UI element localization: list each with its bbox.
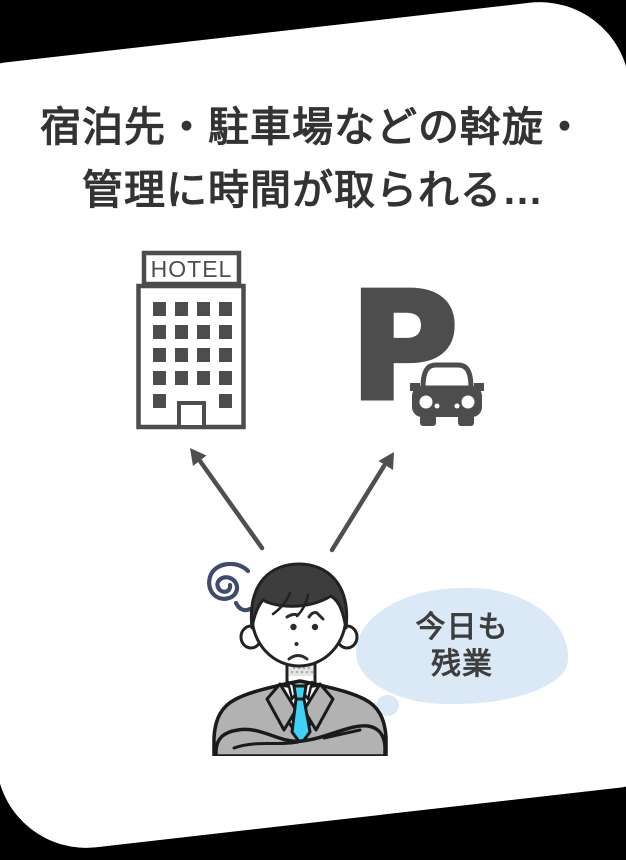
hotel-door (177, 401, 206, 429)
lapel-left (265, 682, 298, 732)
car-front-icon (410, 362, 484, 426)
car-mirror-left (410, 383, 420, 391)
bubble-text-line2: 残業 (431, 648, 493, 681)
car-headlight-left (419, 395, 433, 409)
bubble-text-line1: 今日も (415, 611, 509, 644)
arrow-up-right-icon (329, 463, 387, 553)
hotel-windows (153, 302, 232, 408)
arrows (190, 448, 394, 553)
frown-mouth (287, 654, 309, 661)
nose (294, 642, 299, 646)
stressed-businessman-illustration (212, 562, 388, 756)
person-face (285, 611, 325, 661)
car-headlight-right (461, 395, 475, 409)
car-mirror-right (474, 383, 484, 391)
eye-left (290, 623, 297, 631)
page-title-line1: 宿泊先・駐車場などの斡旋・ (40, 104, 586, 150)
speech-bubble: 今日も 残業 (356, 588, 568, 704)
hotel-sign-label: HOTEL (151, 256, 233, 282)
frustration-squiggle-icon (207, 562, 253, 613)
car-wheel-left (420, 415, 436, 426)
hotel-building-icon: HOTEL (136, 250, 246, 430)
person-hair (249, 562, 349, 630)
car-wheel-right (458, 415, 474, 426)
eyebrow-right-worried (307, 611, 325, 621)
arrow-up-left-icon (197, 458, 265, 551)
page-title-line2: 管理に時間が取られる… (82, 167, 544, 213)
eyebrow-left (285, 612, 300, 619)
person-tie (290, 684, 312, 746)
eye-right (311, 623, 319, 631)
speech-bubble-tail (376, 695, 399, 716)
page-title: 宿泊先・駐車場などの斡旋・ 管理に時間が取られる… (0, 96, 626, 222)
lapel-right (302, 682, 335, 732)
